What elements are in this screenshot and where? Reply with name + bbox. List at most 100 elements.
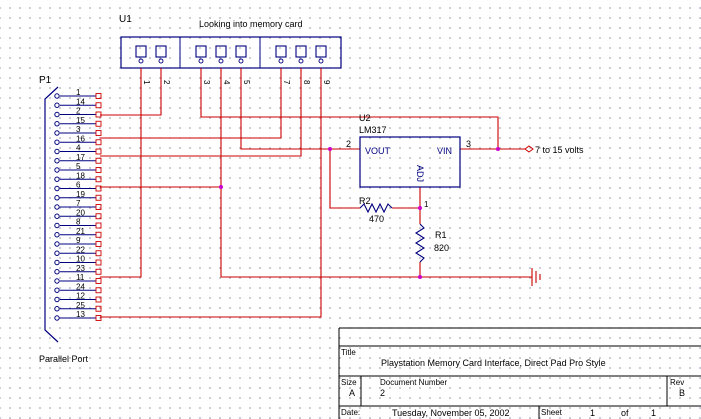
p1-pin-number: 19 (76, 190, 85, 199)
p1-pin-number: 2 (76, 107, 81, 116)
p1-pin-number: 9 (76, 236, 81, 245)
p1-pin-terminal (95, 102, 102, 109)
p1-pin-circle (54, 296, 60, 303)
p1-pin-circle (54, 232, 60, 238)
u1-pad (235, 45, 247, 58)
ground-icon (531, 268, 541, 286)
p1-pin-circle (54, 306, 60, 312)
p1-ref: P1 (39, 75, 52, 86)
rev-label: Rev (670, 378, 685, 387)
u1-pin-number: 3 (202, 80, 211, 85)
p1-name: Parallel Port (39, 354, 89, 364)
p1-pin-number: 23 (76, 264, 85, 273)
u1-pin-number: 8 (302, 80, 311, 85)
p1-pin-number: 4 (76, 144, 81, 153)
p1-pin-terminal (95, 204, 102, 210)
p1-pin-number: 12 (76, 292, 85, 301)
size-label: Size (341, 378, 357, 387)
p1-pin-number: 17 (76, 153, 85, 162)
u2-pin-vin: 3 (466, 139, 471, 149)
u1-pad (135, 45, 147, 58)
p1-pin-terminal (95, 231, 102, 238)
p1-pin-circle (54, 158, 60, 164)
wire-u1p8-p4 (100, 68, 302, 157)
p1-pin-number: 5 (76, 162, 81, 171)
rev-value: B (679, 388, 686, 398)
date-value: Tuesday, November 05, 2002 (392, 408, 510, 418)
p1-pin-terminal (95, 130, 102, 136)
u2-body (359, 136, 461, 188)
p1-pin-number: 20 (76, 208, 85, 217)
p1-pin-circle (54, 287, 60, 293)
u1-pad (195, 45, 207, 58)
p1-pin-circle (54, 130, 60, 136)
u1-pin-number: 2 (162, 80, 171, 85)
u1-pin-circle (198, 58, 204, 64)
u1-pin-circle (298, 58, 304, 64)
p1-pin-terminal (95, 315, 102, 321)
wire-u1p7-p3 (100, 68, 282, 139)
u2-vin-label: VIN (437, 146, 452, 156)
p1-pin-circle (54, 213, 60, 219)
p1-pin-terminal (95, 213, 102, 220)
p1-pin-number: 3 (76, 125, 81, 134)
p1-pin-circle (54, 222, 60, 229)
wire-u1p1-p10 (100, 68, 142, 278)
title-label: Title (341, 348, 356, 357)
p1-pin-number: 14 (76, 97, 85, 106)
p1-pin-circle (54, 148, 60, 155)
p1-pins: 1142153164175186197208219221023112412251… (54, 88, 102, 321)
wire-r2-adj (392, 187, 421, 209)
u1-pads (135, 45, 327, 64)
supply-label: 7 to 15 volts (535, 145, 584, 155)
p1-pin-terminal (95, 259, 102, 266)
p1-pin-terminal (95, 222, 102, 229)
u1-pad (275, 45, 287, 58)
p1-parallel-port: P1 1142153164175186197208219221023112412… (39, 75, 102, 364)
p1-pin-circle (54, 121, 60, 127)
wire-u1p2-p2 (100, 68, 162, 116)
p1-pin-terminal (95, 157, 102, 164)
p1-pin-number: 15 (76, 116, 85, 125)
p1-pin-number: 24 (76, 282, 85, 291)
p1-pin-circle (54, 250, 60, 256)
wire-vout-r2 (329, 149, 360, 209)
size-value: A (349, 388, 356, 398)
wire-u1p9-p12 (100, 68, 322, 318)
p1-pin-terminal (95, 241, 102, 247)
title-value: Playstation Memory Card Interface, Direc… (381, 358, 606, 368)
u2-pin-vout: 2 (346, 139, 351, 149)
u1-pin-circle (158, 58, 164, 64)
junction-dot (496, 147, 500, 151)
u1-ref: U1 (119, 14, 132, 25)
r2-ref: R2 (359, 196, 371, 206)
u2-pin-adj: 1 (424, 200, 429, 209)
u1-pad (315, 45, 327, 58)
p1-pin-terminal (95, 120, 102, 127)
u1-caption: Looking into memory card (199, 19, 303, 29)
p1-pin-terminal (95, 167, 102, 173)
u1-pin-circle (318, 58, 324, 64)
r2-resistor (359, 202, 393, 214)
p1-pin-terminal (95, 176, 102, 183)
p1-pin-terminal (95, 268, 102, 275)
docnum-label: Document Number (380, 378, 448, 387)
p1-shell (44, 86, 59, 343)
u1-pin-number: 7 (282, 80, 291, 85)
u1-pin-circle (218, 58, 224, 64)
u2-ref: U2 (359, 113, 371, 123)
junction-dot (418, 206, 422, 210)
u1-pin-circle (278, 58, 284, 64)
p1-pin-circle (54, 167, 60, 173)
r2-value: 470 (369, 214, 384, 224)
wire-u1p4-gnd (220, 68, 532, 278)
supply-connector-icon (524, 145, 534, 153)
p1-pin-number: 13 (76, 310, 85, 319)
docnum-value: 2 (380, 388, 386, 398)
p1-pin-terminal (95, 278, 102, 284)
p1-pin-circle (54, 111, 60, 118)
p1-pin-terminal (95, 194, 102, 201)
